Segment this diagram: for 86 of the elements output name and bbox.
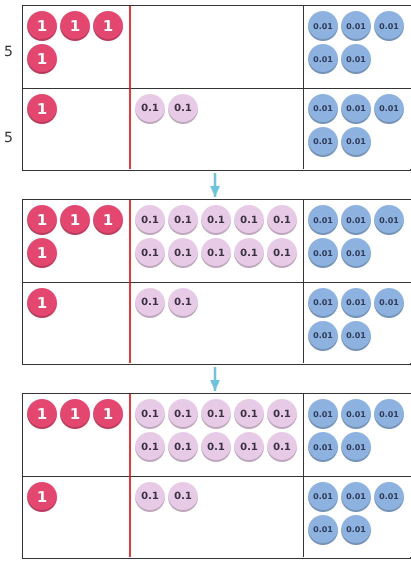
- place-value-disk: 0.01: [308, 432, 338, 462]
- down-arrow: [210, 367, 220, 391]
- place-value-disk: 1: [60, 11, 90, 41]
- place-value-disk: 0.01: [341, 288, 371, 318]
- place-value-disk: 0.01: [341, 11, 371, 41]
- place-value-disk: 0.1: [135, 205, 165, 235]
- chart-cell: [303, 200, 411, 282]
- place-value-disk: 0.1: [267, 432, 297, 462]
- place-value-disk: 1: [93, 205, 123, 235]
- place-value-disk: 0.1: [168, 288, 198, 318]
- place-value-disk: 0.1: [168, 94, 198, 124]
- chart-cell: [129, 282, 303, 363]
- place-value-disk: 0.01: [308, 320, 338, 350]
- place-value-disk: 0.1: [168, 205, 198, 235]
- row-value-digit: 5: [4, 44, 13, 60]
- place-value-disk: 0.01: [308, 205, 338, 235]
- place-value-disk: 0.01: [308, 44, 338, 74]
- place-value-chart: [22, 199, 411, 365]
- place-value-disk: 0.1: [168, 482, 198, 512]
- down-arrow: [210, 173, 220, 197]
- place-value-disk: 1: [27, 288, 57, 318]
- place-value-disk: 0.01: [341, 238, 371, 268]
- chart-cell: [303, 476, 411, 557]
- chart-cell: [303, 394, 411, 476]
- place-value-disk: 1: [93, 399, 123, 429]
- chart-cell: [303, 88, 411, 169]
- place-value-disk: 0.1: [267, 399, 297, 429]
- place-value-chart: [22, 5, 411, 171]
- place-value-disk: 0.1: [201, 238, 231, 268]
- place-value-disk: 0.1: [168, 238, 198, 268]
- place-value-disk: 0.1: [135, 432, 165, 462]
- place-value-disk: 1: [60, 205, 90, 235]
- place-value-disk: 0.01: [341, 399, 371, 429]
- place-value-disk: 0.01: [308, 126, 338, 156]
- place-value-disk: 0.1: [168, 399, 198, 429]
- chart-cell: [129, 476, 303, 557]
- place-value-disk: 0.01: [308, 399, 338, 429]
- place-value-disk: 0.01: [374, 94, 404, 124]
- place-value-disk: 0.1: [267, 205, 297, 235]
- place-value-disk: 0.01: [341, 205, 371, 235]
- place-value-disk: 0.01: [374, 482, 404, 512]
- chart-cell: [129, 88, 303, 169]
- place-value-disk: 0.01: [374, 205, 404, 235]
- row-value-digit: 5: [4, 130, 13, 146]
- place-value-disk: 0.1: [201, 432, 231, 462]
- place-value-disk: 0.1: [168, 432, 198, 462]
- place-value-disk: 0.01: [308, 94, 338, 124]
- place-value-disk: 1: [27, 94, 57, 124]
- place-value-disk: 0.01: [341, 320, 371, 350]
- place-value-disk: 0.01: [341, 94, 371, 124]
- place-value-disk: 0.1: [201, 399, 231, 429]
- place-value-disk: 0.01: [341, 432, 371, 462]
- place-value-disk: 1: [27, 11, 57, 41]
- place-value-disk: 1: [27, 238, 57, 268]
- place-value-disk: 1: [27, 205, 57, 235]
- place-value-disk: 0.1: [135, 482, 165, 512]
- place-value-disk: 0.1: [135, 238, 165, 268]
- place-value-disk: 0.1: [201, 205, 231, 235]
- place-value-disk: 1: [27, 482, 57, 512]
- place-value-disk: 0.01: [308, 238, 338, 268]
- place-value-disk: 0.1: [234, 205, 264, 235]
- place-value-disk: 0.1: [267, 238, 297, 268]
- place-value-chart: [22, 393, 411, 559]
- place-value-disk: 0.01: [308, 514, 338, 544]
- place-value-disk: 0.01: [341, 44, 371, 74]
- place-value-disk: 0.01: [308, 288, 338, 318]
- chart-cell: [303, 6, 411, 88]
- place-value-disk: 1: [27, 399, 57, 429]
- place-value-disk: 0.1: [135, 288, 165, 318]
- place-value-disk: 0.1: [135, 94, 165, 124]
- place-value-disk: 0.1: [234, 399, 264, 429]
- chart-cell: [303, 282, 411, 363]
- place-value-disk: 0.01: [374, 11, 404, 41]
- place-value-disk: 0.01: [374, 288, 404, 318]
- place-value-disk: 1: [60, 399, 90, 429]
- place-value-disk: 0.01: [374, 399, 404, 429]
- place-value-disk: 1: [27, 44, 57, 74]
- place-value-disk: 0.1: [234, 432, 264, 462]
- place-value-disk: 0.01: [308, 482, 338, 512]
- place-value-disk: 0.1: [135, 399, 165, 429]
- place-value-disk: 0.01: [341, 482, 371, 512]
- place-value-disk: 0.01: [341, 514, 371, 544]
- place-value-disk: 1: [93, 11, 123, 41]
- place-value-disk: 0.01: [341, 126, 371, 156]
- place-value-disk: 0.01: [308, 11, 338, 41]
- place-value-disk: 0.1: [234, 238, 264, 268]
